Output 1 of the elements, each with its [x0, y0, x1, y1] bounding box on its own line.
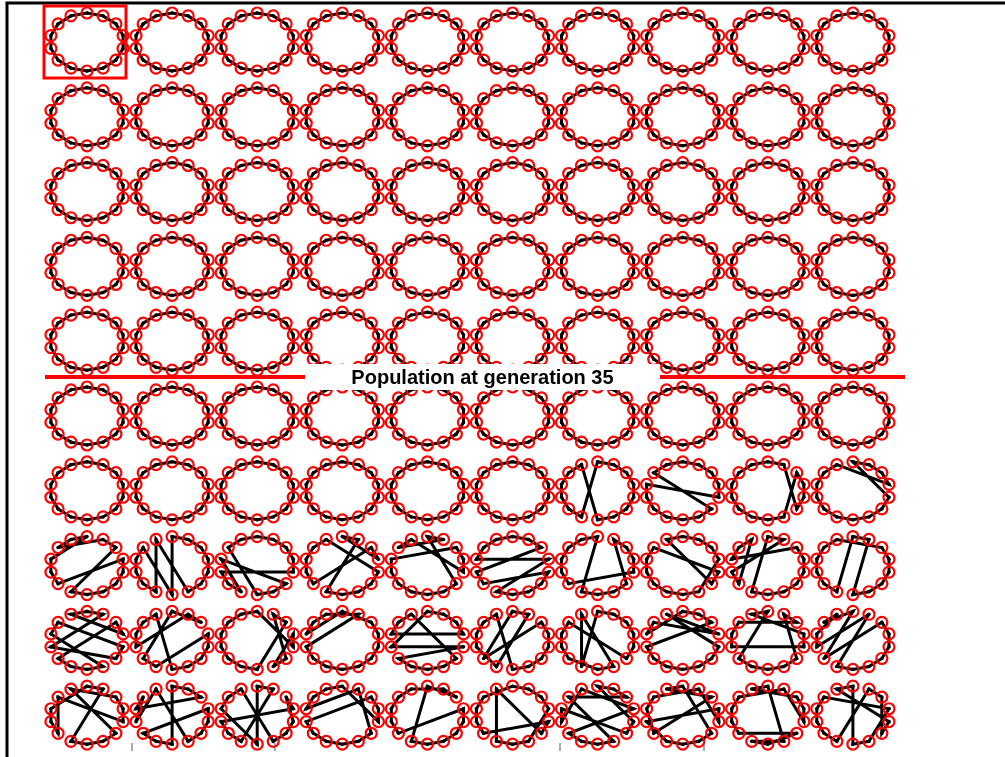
title: Population at generation 35 [305, 364, 660, 390]
